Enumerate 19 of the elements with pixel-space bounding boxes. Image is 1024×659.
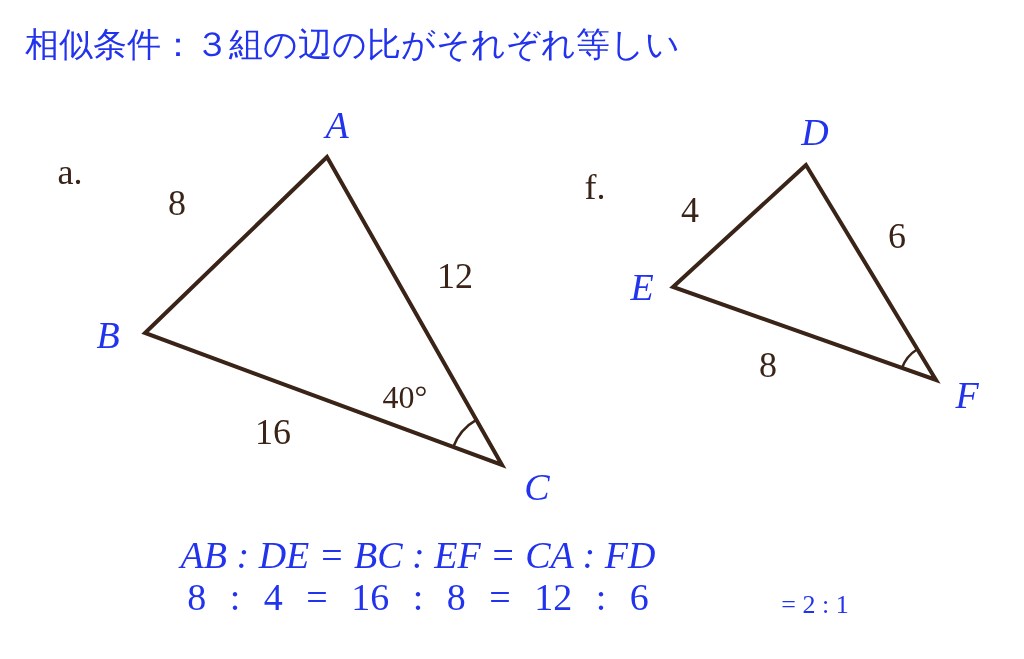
angle-label: 40° <box>382 381 428 413</box>
ratio-result: = 2 : 1 <box>781 592 849 618</box>
figure-label: a. <box>57 154 83 190</box>
side-length: 8 <box>759 347 777 383</box>
ratio-values: 8 : 4 = 16 : 8 = 12 : 6 <box>187 578 649 616</box>
side-length: 16 <box>255 414 291 450</box>
vertex-label: D <box>801 113 829 151</box>
side-length: 4 <box>681 192 699 228</box>
ratio-equation: AB : DE = BC : EF = CA : FD <box>180 536 656 574</box>
title: 相似条件：３組の辺の比がそれぞれ等しい <box>25 23 680 66</box>
vertex-label: A <box>325 106 349 144</box>
figure-label: f. <box>584 169 606 205</box>
vertex-label: C <box>524 468 550 506</box>
vertex-label: E <box>630 268 654 306</box>
side-length: 12 <box>437 258 473 294</box>
side-length: 8 <box>168 185 186 221</box>
vertex-label: B <box>96 316 120 354</box>
vertex-label: F <box>955 376 979 414</box>
side-length: 6 <box>888 218 906 254</box>
